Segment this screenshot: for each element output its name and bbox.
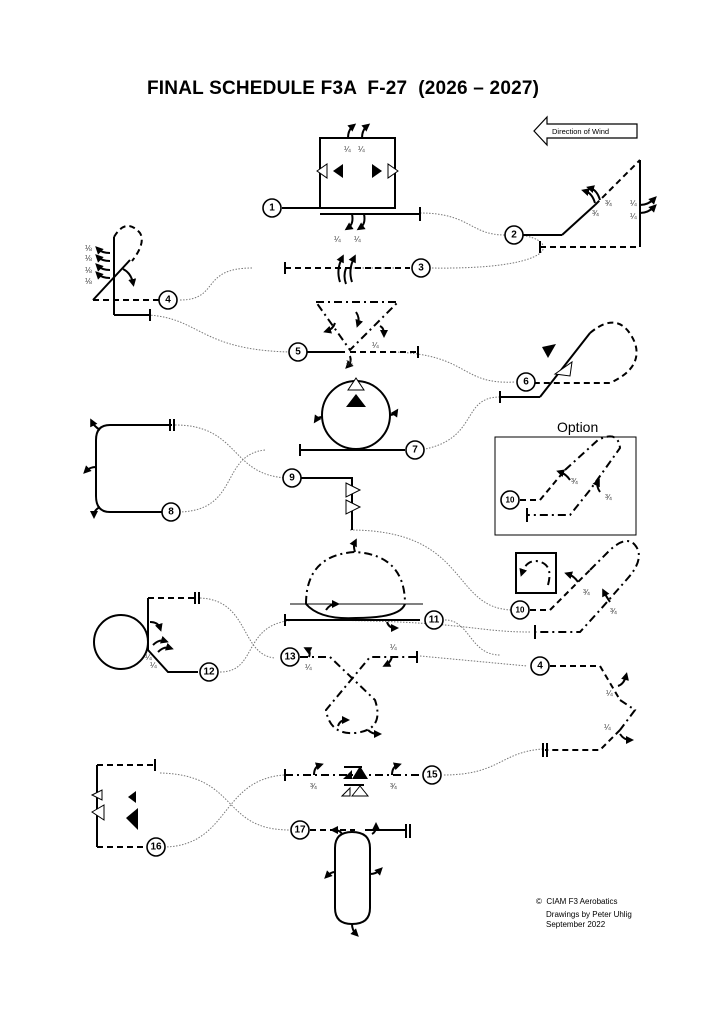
- svg-text:10: 10: [516, 606, 525, 615]
- maneuver-8-figure: [83, 418, 175, 519]
- left-arrow-icon: [533, 115, 638, 147]
- maneuver-number-15: 15: [422, 765, 442, 785]
- fraction-label: ¾: [592, 209, 599, 218]
- svg-text:17: 17: [294, 825, 306, 836]
- svg-text:8: 8: [168, 507, 174, 518]
- author-text: Drawings by Peter Uhlig: [546, 910, 632, 919]
- maneuver-16-figure: [90, 759, 156, 848]
- svg-text:16: 16: [150, 842, 162, 853]
- svg-text:15: 15: [426, 770, 438, 781]
- svg-text:5: 5: [295, 347, 301, 358]
- fraction-label: ¼: [372, 341, 379, 350]
- maneuver-number-11: 11: [424, 610, 444, 630]
- maneuver-10-figure: ¾ ¾: [515, 540, 640, 639]
- fraction-label: ¼: [604, 723, 611, 732]
- option-box: ¾ ¾: [494, 435, 637, 536]
- credits: © CIAM F3 Aerobatics Drawings by Peter U…: [536, 897, 632, 930]
- date-text: September 2022: [546, 920, 606, 929]
- fraction-label: ¼: [346, 359, 353, 368]
- maneuver-6-figure: [499, 321, 638, 403]
- fraction-label: ¾: [390, 782, 397, 791]
- svg-text:1: 1: [269, 203, 275, 214]
- fraction-label: ¼: [344, 145, 351, 154]
- maneuver-number-14: 4: [530, 656, 550, 676]
- maneuver-14-figure: ¼ ¼: [542, 665, 637, 757]
- fraction-label: ¼: [606, 689, 613, 698]
- svg-text:12: 12: [203, 667, 215, 678]
- fraction-label: ¼: [358, 145, 365, 154]
- fraction-label: ⅛: [85, 254, 92, 263]
- connectors: [147, 212, 544, 848]
- fraction-label: ⅛: [85, 244, 92, 253]
- maneuver-number-6: 6: [516, 372, 536, 392]
- fraction-label: ⅛: [85, 277, 92, 286]
- number-markers: 1 2 3 4 5 6 7 8 9 10 10 11 12 13 4 15 16…: [146, 198, 550, 857]
- maneuver-13-figure: ¼ ¼: [300, 643, 418, 738]
- svg-text:4: 4: [165, 295, 171, 306]
- maneuver-number-2: 2: [504, 225, 524, 245]
- maneuver-7-figure: [299, 377, 405, 456]
- svg-text:6: 6: [523, 377, 529, 388]
- svg-text:11: 11: [429, 615, 440, 626]
- fraction-label: ¾: [605, 493, 612, 502]
- maneuver-number-8: 8: [161, 502, 181, 522]
- fraction-label: ¼: [334, 235, 341, 244]
- maneuver-1-figure: ¼ ¼ ¼ ¼: [282, 123, 421, 244]
- maneuver-number-4: 4: [158, 290, 178, 310]
- maneuver-number-3: 3: [411, 258, 431, 278]
- maneuver-number-16: 16: [146, 837, 166, 857]
- svg-text:3: 3: [418, 263, 424, 274]
- maneuver-2-figure: ¾ ¾ ¼ ¼: [522, 159, 657, 253]
- svg-text:7: 7: [412, 445, 418, 456]
- fraction-label: ⅛: [85, 266, 92, 275]
- maneuver-number-5: 5: [288, 342, 308, 362]
- svg-text:4: 4: [537, 661, 543, 672]
- maneuver-number-13: 13: [280, 647, 300, 667]
- maneuver-17-figure: [310, 822, 411, 937]
- maneuver-number-1: 1: [262, 198, 282, 218]
- fraction-label: ¾: [605, 199, 612, 208]
- svg-text:13: 13: [284, 652, 296, 663]
- maneuver-number-9: 9: [282, 468, 302, 488]
- maneuver-11-figure: [284, 538, 423, 632]
- fraction-label: ¼: [145, 653, 152, 662]
- fraction-label: ¼: [305, 663, 312, 672]
- fraction-label: ¼: [390, 643, 397, 652]
- fraction-label: ¾: [610, 607, 617, 616]
- fraction-label: ¾: [571, 477, 578, 486]
- maneuver-3-figure: [284, 254, 410, 285]
- copyright-text: © CIAM F3 Aerobatics: [536, 897, 618, 906]
- fraction-label: ¼: [354, 235, 361, 244]
- page-title: FINAL SCHEDULE F3A F-27 (2026 – 2027): [147, 78, 540, 99]
- fraction-label: ¼: [150, 661, 157, 670]
- fraction-label: ¼: [630, 199, 637, 208]
- maneuver-number-12: 12: [199, 662, 219, 682]
- svg-text:2: 2: [511, 230, 517, 241]
- wind-direction-indicator: Direction of Wind: [533, 115, 638, 147]
- fraction-label: ¾: [583, 588, 590, 597]
- maneuver-number-7: 7: [405, 440, 425, 460]
- wind-label: Direction of Wind: [552, 127, 609, 136]
- maneuver-15-figure: ¾ ¾: [284, 762, 422, 797]
- fraction-label: ¼: [630, 212, 637, 221]
- option-number-10: 10: [500, 490, 520, 510]
- maneuver-number-10: 10: [510, 600, 530, 620]
- maneuver-12-figure: ¼ ¼: [93, 592, 200, 673]
- maneuver-4-figure: ⅛ ⅛ ⅛ ⅛: [85, 225, 160, 321]
- option-label: Option: [557, 419, 599, 435]
- maneuver-number-17: 17: [290, 820, 310, 840]
- fraction-label: ¾: [310, 782, 317, 791]
- maneuver-5-figure: ¼ ¼: [307, 301, 419, 369]
- svg-text:9: 9: [289, 473, 295, 484]
- svg-text:10: 10: [506, 496, 515, 505]
- maneuver-9-figure: [300, 477, 362, 530]
